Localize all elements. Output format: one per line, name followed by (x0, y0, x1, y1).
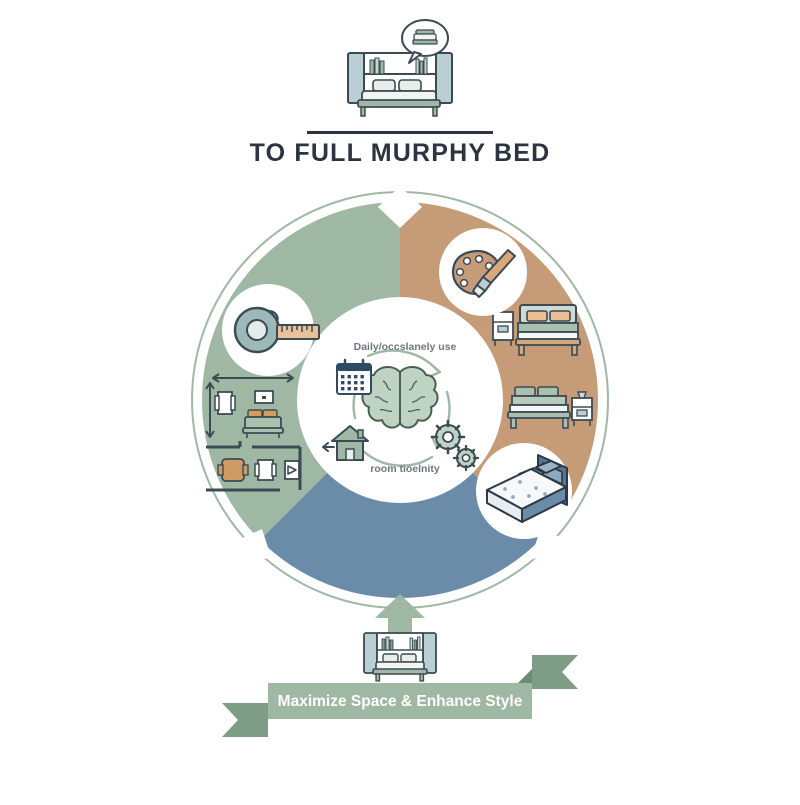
gear-small (452, 444, 480, 472)
paint-palette-badge[interactable] (439, 228, 527, 316)
footer-bed-pillow-right (400, 653, 417, 663)
isometric-mattress-icon (486, 454, 568, 523)
gear-large (430, 419, 466, 455)
paint-palette-brush-icon (451, 249, 516, 298)
cabinet-right-door (435, 52, 453, 104)
footer-bed-leg-right (419, 673, 425, 682)
footer-bed-pillow-left (382, 653, 399, 663)
up-arrow-icon (375, 594, 425, 643)
segment-divider-top (378, 186, 422, 228)
bed-pillow-right (398, 79, 422, 92)
center-cycle-group (322, 349, 480, 472)
gears-icon (430, 419, 480, 472)
bed-with-nightstand-icon-group (492, 304, 593, 429)
banner-left-tail (222, 703, 268, 737)
segment-divider-left (236, 529, 272, 560)
measuring-tape-icon (233, 306, 320, 354)
cabinet-books (369, 57, 428, 75)
ring-segment-comfort[interactable] (245, 257, 555, 598)
page-title: TO FULL MURPHY BED (249, 139, 551, 167)
bed-leg-right (432, 106, 438, 117)
footer-bed-leg-left (375, 673, 381, 682)
center-bottom-label: room tioelnity (370, 463, 440, 475)
footer-murphy-bed-icon (363, 632, 437, 682)
bed-leg-left (360, 106, 366, 117)
footer-cabinet-books (381, 636, 421, 651)
calendar-icon (336, 358, 372, 395)
thought-bubble-icon (401, 19, 449, 64)
footer-bed-base (372, 668, 428, 675)
banner-label: Maximize Space & Enhance Style (277, 693, 523, 710)
banner-right-tail (532, 655, 578, 689)
center-top-label: Daily/occslanely use (353, 341, 457, 353)
bed-with-nightstand-icon-lower (507, 386, 593, 429)
measuring-tape-badge[interactable] (222, 284, 320, 376)
house-icon (322, 425, 369, 461)
flow-arrow-top (366, 349, 439, 372)
bed-pillow-left (372, 79, 396, 92)
header-murphy-bed-icon (347, 19, 453, 117)
room-floor-plan-icon (205, 373, 302, 492)
footer-cabinet-left-door (363, 632, 378, 674)
bubble-bed-mattress (413, 33, 437, 41)
banner-ribbon (222, 655, 578, 737)
banner-band (268, 683, 532, 719)
bubble-bed-base (412, 39, 438, 45)
flow-arrow-bottom (360, 448, 434, 467)
brain-icon (361, 366, 439, 429)
footer-cabinet-right-door (422, 632, 437, 674)
title-divider (307, 131, 493, 134)
bed-base (357, 99, 441, 108)
mattress-badge[interactable] (476, 443, 572, 539)
flow-arrow-top-head (429, 364, 442, 378)
bed-with-nightstand-icon-upper (492, 304, 581, 356)
